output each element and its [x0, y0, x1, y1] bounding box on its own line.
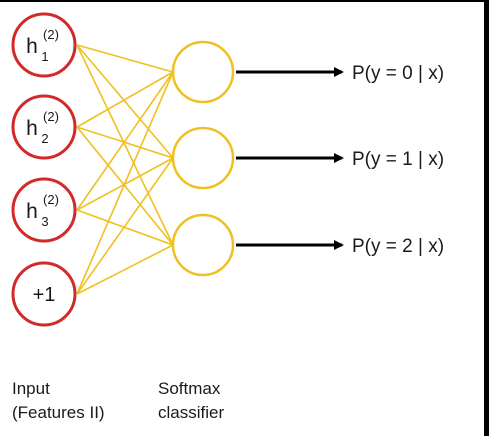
output-label-2: P(y = 1 | x): [352, 149, 444, 170]
input-caption-line2: (Features II): [12, 403, 105, 422]
softmax-caption-line2: classifier: [158, 403, 225, 422]
connection-1-3: [76, 44, 174, 246]
softmax-node-3: [171, 213, 235, 277]
input-node-base: h: [26, 117, 38, 140]
top-border: [0, 0, 489, 2]
input-node-subscript: 2: [41, 131, 48, 146]
softmax-node-1: [171, 40, 235, 104]
connection-2-3: [76, 126, 174, 246]
input-node-circle: [11, 12, 77, 78]
input-node-circle: [11, 94, 77, 160]
right-border: [484, 2, 489, 436]
input-caption-line1: Input: [12, 379, 50, 398]
input-node-base: h: [26, 35, 38, 58]
connection-1-1: [76, 44, 174, 73]
input-node-subscript: 1: [41, 49, 48, 64]
input-node-superscript: (2): [43, 27, 59, 42]
connection-2-2: [76, 126, 174, 159]
connection-3-1: [76, 71, 174, 211]
connection-2-1: [76, 71, 174, 128]
softmax-caption: Softmax classifier: [158, 377, 224, 425]
input-node-circle: [11, 177, 77, 243]
input-node-circle: [11, 261, 77, 327]
softmax-node-2: [171, 126, 235, 190]
input-node-label: +1: [33, 284, 56, 306]
connection-4-1: [76, 71, 174, 295]
input-node-3: h (2) 3: [11, 177, 77, 243]
input-layer: h(2)1h(2)2h(2)3+1: [11, 12, 77, 327]
output-arrows-layer: [236, 67, 344, 250]
input-node-superscript: (2): [43, 109, 59, 124]
input-node-1: h (2) 1: [11, 12, 77, 78]
output-label-3: P(y = 2 | x): [352, 236, 444, 257]
connections-layer: [76, 44, 174, 295]
connection-4-3: [76, 244, 174, 295]
input-node-4: +1: [11, 261, 77, 327]
softmax-layer: [171, 40, 235, 277]
connection-3-3: [76, 209, 174, 246]
input-caption: Input (Features II): [12, 377, 105, 425]
input-node-subscript: 3: [41, 214, 48, 229]
connection-1-2: [76, 44, 174, 159]
softmax-caption-line1: Softmax: [158, 379, 221, 398]
output-labels-layer: P(y = 0 | x) P(y = 1 | x) P(y = 2 | x): [352, 63, 444, 257]
input-node-2: h (2) 2: [11, 94, 77, 160]
input-node-superscript: (2): [43, 192, 59, 207]
output-label-1: P(y = 0 | x): [352, 63, 444, 84]
input-node-base: h: [26, 200, 38, 223]
connection-4-2: [76, 157, 174, 295]
